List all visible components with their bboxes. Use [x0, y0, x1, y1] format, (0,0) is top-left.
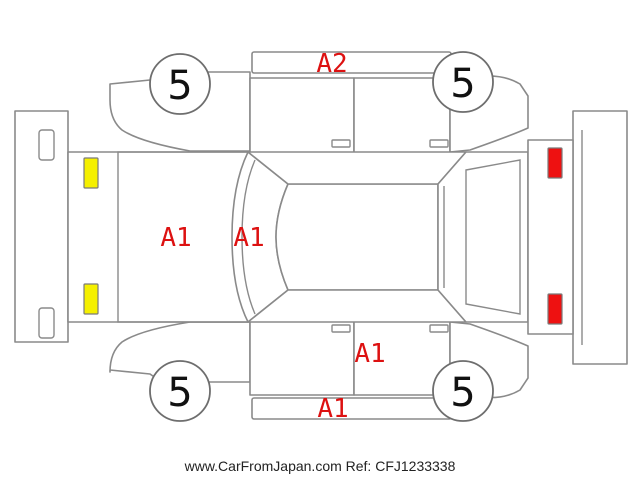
mark-left-side-top: A2	[316, 49, 347, 79]
right-taillight	[547, 293, 563, 325]
rear-bumper	[572, 110, 628, 365]
wheel-front-right-value: 5	[167, 370, 192, 416]
left-headlight	[83, 157, 99, 189]
wheel-rear-left-value: 5	[450, 61, 475, 107]
left-taillight	[547, 147, 563, 179]
mark-right-rear-door: A1	[354, 339, 385, 369]
right-side-panel	[109, 319, 529, 420]
wheel-rear-right: 5	[432, 360, 494, 422]
footer-reference: www.CarFromJapan.com Ref: CFJ1233338	[184, 458, 456, 474]
wheel-front-left: 5	[149, 53, 211, 115]
car-body-top-view	[67, 139, 574, 335]
front-bumper	[14, 110, 69, 343]
mark-right-side-bottom: A1	[317, 394, 348, 424]
mark-hood: A1	[160, 223, 191, 253]
mark-windshield: A1	[233, 223, 264, 253]
wheel-rear-right-value: 5	[450, 370, 475, 416]
wheel-front-left-value: 5	[167, 63, 192, 109]
wheel-rear-left: 5	[432, 51, 494, 113]
right-headlight	[83, 283, 99, 315]
wheel-front-right: 5	[149, 360, 211, 422]
